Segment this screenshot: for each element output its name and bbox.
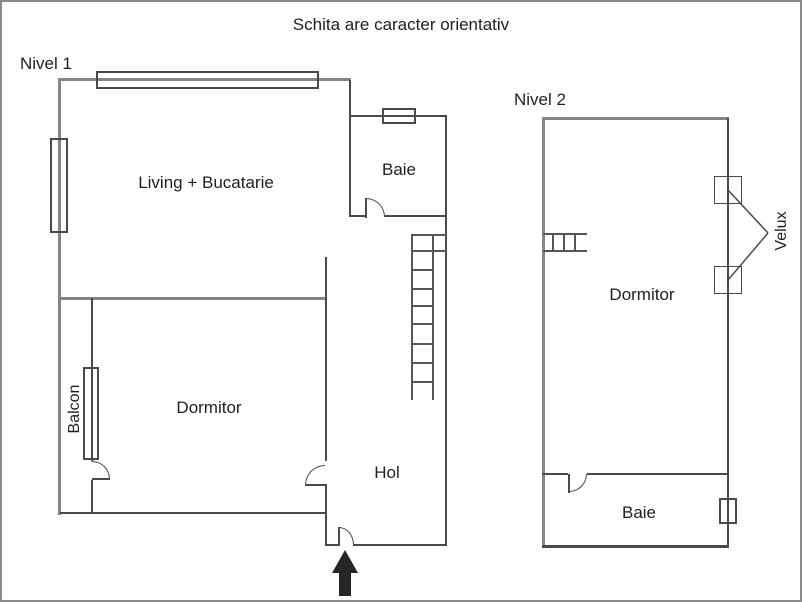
n1-baie-top-wall <box>349 115 447 117</box>
n1-hol-bottom-wall-left <box>325 544 339 546</box>
page-title: Schita are caracter orientativ <box>292 15 510 34</box>
n1-stairs-step <box>411 343 433 345</box>
n1-stairs-step <box>411 288 433 290</box>
n2-bottom-wall <box>542 545 729 548</box>
velux-pointer-lines-icon <box>728 189 769 281</box>
n1-stairs-step <box>411 305 433 307</box>
n1-stairs-step <box>411 381 433 383</box>
n1-balcon-wall-lower <box>91 480 93 514</box>
n2-baie-door-leaf <box>568 474 570 493</box>
n1-dormitor-door-arc <box>305 465 325 485</box>
n2-stairs-divider <box>563 233 565 251</box>
n1-top-window <box>96 71 319 89</box>
n2-right-wall <box>727 118 729 547</box>
n1-room-hol-label: Hol <box>374 463 400 482</box>
n1-stairs-second-line <box>411 250 447 252</box>
n1-room-living-label: Living + Bucatarie <box>138 173 274 192</box>
n1-hol-bottom-wall-right <box>353 544 447 546</box>
n1-stairs-top-line <box>411 234 447 236</box>
n2-dormitor-baie-wall-right <box>587 473 729 475</box>
n1-room-balcon-label: Balcon <box>66 384 83 434</box>
n1-left-window <box>50 138 68 233</box>
n1-stairs-step <box>411 362 433 364</box>
n2-top-wall <box>542 117 729 120</box>
n2-dormitor-baie-wall-left <box>542 473 568 475</box>
n2-stairs-bottom-line <box>543 250 587 252</box>
nivel1-label: Nivel 1 <box>20 54 72 73</box>
nivel2-label: Nivel 2 <box>514 90 566 109</box>
n1-balcon-window-door <box>83 367 99 460</box>
n1-dormitor-hol-wall <box>325 257 327 461</box>
n1-entrance-door-arc <box>339 527 354 545</box>
n1-living-dormitor-wall <box>60 297 327 300</box>
n1-balcon-wall-upper <box>91 298 93 461</box>
n1-baie-window <box>382 108 416 124</box>
n1-room-dormitor-label: Dormitor <box>176 398 242 417</box>
n2-stairs-divider <box>574 233 576 251</box>
n1-baie-door-leaf <box>365 198 367 218</box>
n1-baie-bottom-wall-right <box>385 215 447 217</box>
n1-stairs-rail-right <box>432 235 434 400</box>
n2-velux-window-lower <box>714 266 742 294</box>
n1-baie-bottom-wall-left <box>349 215 366 217</box>
n1-bottom-wall <box>60 512 327 514</box>
n1-top-wall <box>60 78 351 81</box>
entrance-arrow-stem <box>339 572 351 596</box>
n1-hol-left-wall <box>325 484 327 546</box>
n1-left-wall <box>58 78 61 515</box>
n1-room-baie-label: Baie <box>381 160 417 179</box>
n2-stairs-divider <box>552 233 554 251</box>
n2-velux-label: Velux <box>773 211 790 251</box>
n2-baie-window <box>719 498 737 524</box>
n2-baie-door-arc <box>569 474 587 492</box>
n1-living-baie-wall <box>349 80 351 217</box>
n1-balcon-door-arc <box>92 461 110 479</box>
n2-room-baie-label: Baie <box>621 503 657 522</box>
n1-stairs-step <box>411 269 433 271</box>
n2-left-wall <box>542 117 545 547</box>
n1-stairs-rail-left <box>411 235 413 400</box>
n2-velux-window-upper <box>714 176 742 204</box>
n1-baie-door-arc <box>366 198 385 217</box>
n1-stairs-step <box>411 323 433 325</box>
n1-right-wall <box>445 115 447 546</box>
entrance-arrow-head <box>332 550 358 573</box>
n2-stairs-top-line <box>543 233 587 235</box>
n2-room-dormitor-label: Dormitor <box>609 285 675 304</box>
